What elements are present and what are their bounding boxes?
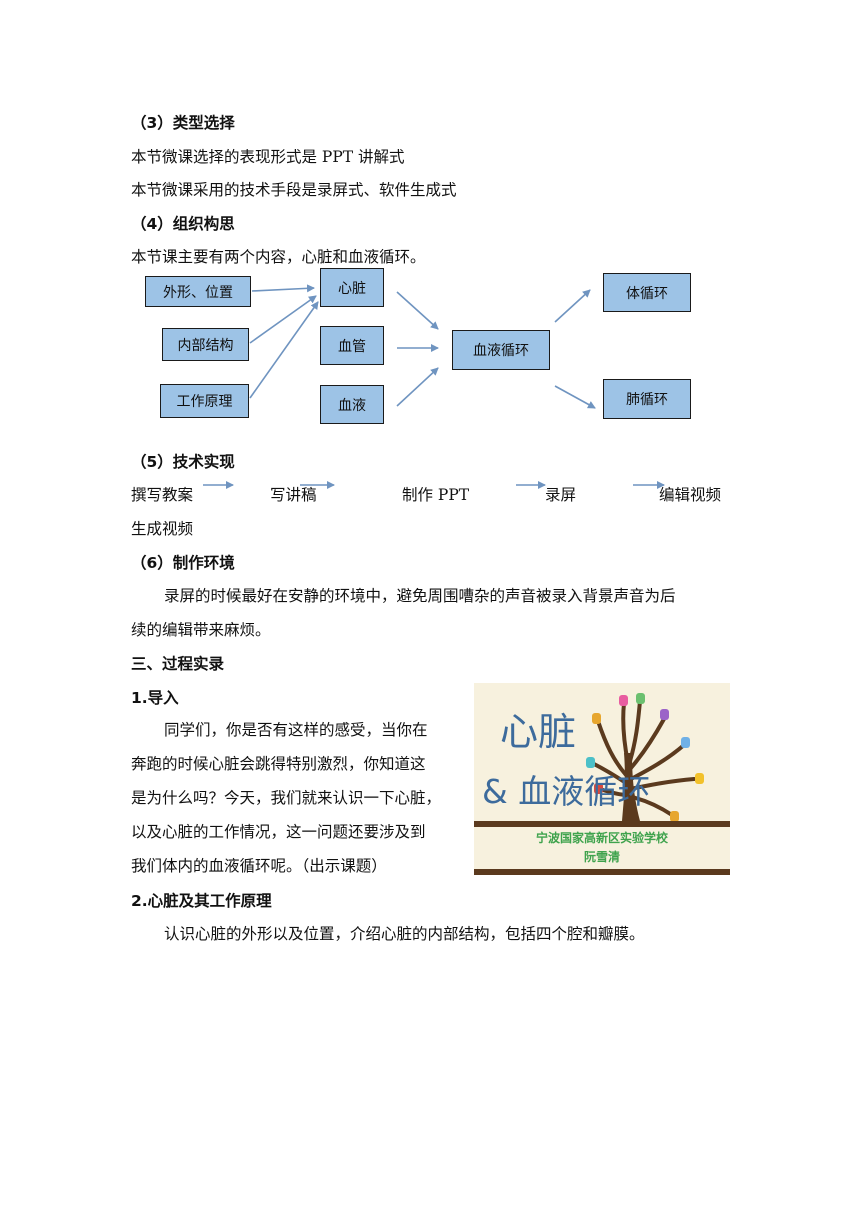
arrow-blood-to-circulation — [396, 367, 439, 407]
section-5-heading: （5）技术实现 — [131, 453, 235, 471]
workflow-step: 写讲稿 — [270, 486, 317, 504]
slide-school-name: 宁波国家高新区实验学校 — [535, 831, 668, 845]
box-shape-position: 外形、位置 — [145, 276, 251, 307]
workflow-step: 编辑视频 — [659, 486, 722, 504]
box-systemic-circulation: 体循环 — [603, 273, 691, 312]
section-6-paragraph-line-1: 录屏的时候最好在安静的环境中，避免周围嘈杂的声音被录入背景声音为后 — [164, 587, 676, 605]
box-internal-structure: 内部结构 — [162, 328, 249, 361]
lesson-title-slide-image: 心脏 & 血液循环 宁波国家高新区实验学校 阮雪清 — [474, 683, 730, 875]
intro-paragraph-line: 以及心脏的工作情况，这一问题还要涉及到 — [131, 823, 426, 841]
tree-illustration — [474, 693, 730, 875]
workflow-last-line: 生成视频 — [131, 520, 194, 538]
subsection-1-heading: 1.导入 — [131, 689, 179, 707]
arrow-heart-to-circulation — [396, 291, 439, 330]
section-3-line-2: 本节微课采用的技术手段是录屏式、软件生成式 — [131, 181, 457, 199]
workflow-step: 录屏 — [545, 486, 577, 504]
subsection-2-line-1: 认识心脏的外形以及位置，介绍心脏的内部结构，包括四个腔和瓣膜。 — [164, 925, 645, 943]
section-4-heading: （4）组织构思 — [131, 215, 235, 233]
slide-title-line-2: & 血液循环 — [482, 772, 651, 811]
arrow-circulation-to-pulmonary — [554, 385, 596, 409]
box-working-principle: 工作原理 — [160, 384, 249, 418]
box-heart: 心脏 — [320, 268, 384, 307]
slide-title-line-1: 心脏 — [500, 710, 577, 754]
box-blood: 血液 — [320, 385, 384, 424]
slide-author-name: 阮雪清 — [583, 850, 620, 864]
section-4-line-1: 本节课主要有两个内容，心脏和血液循环。 — [131, 248, 426, 266]
box-blood-circulation: 血液循环 — [452, 330, 550, 370]
section-6-heading: （6）制作环境 — [131, 554, 235, 572]
section-3-line-1: 本节微课选择的表现形式是 PPT 讲解式 — [131, 148, 405, 166]
arrow-circulation-to-systemic — [554, 289, 591, 323]
intro-paragraph-line: 奔跑的时候心脏会跳得特别激烈，你知道这 — [131, 755, 426, 773]
intro-paragraph-line: 是为什么吗？今天，我们就来认识一下心脏， — [131, 789, 442, 807]
section-3-heading: （3）类型选择 — [131, 114, 235, 132]
arrow-structure-to-heart — [249, 295, 317, 344]
arrow-principle-to-heart — [249, 301, 319, 399]
box-pulmonary-circulation: 肺循环 — [603, 379, 691, 419]
workflow-step: 撰写教案 — [131, 486, 194, 504]
subsection-2-heading: 2.心脏及其工作原理 — [131, 892, 272, 910]
part-3-heading: 三、过程实录 — [131, 655, 225, 673]
intro-paragraph-line: 我们体内的血液循环呢。（出示课题） — [131, 857, 387, 875]
section-6-paragraph-line-2: 续的编辑带来麻烦。 — [131, 621, 271, 639]
box-vessel: 血管 — [320, 326, 384, 365]
workflow-step: 制作 PPT — [402, 486, 470, 504]
arrow-shape-to-heart — [251, 284, 315, 293]
intro-paragraph-line: 同学们，你是否有这样的感受，当你在 — [164, 721, 428, 739]
